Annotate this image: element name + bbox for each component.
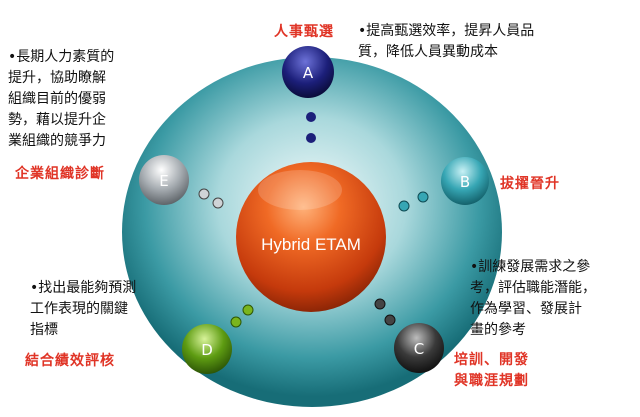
connector-dot-a2 xyxy=(306,133,316,143)
node-a: A xyxy=(282,46,334,98)
node-e-letter: E xyxy=(159,172,168,190)
node-b-letter: B xyxy=(460,173,470,191)
center-sphere xyxy=(236,162,386,312)
node-c-title: 培訓、開發 與職涯規劃 xyxy=(454,352,529,389)
node-e-description: •長期人力素質的 提升，協助瞭解 組織目前的優弱 勢，藉以提升企 業組織的競爭力 xyxy=(8,49,115,149)
node-c-description: •訓練發展需求之參 考，評估職能潛能， 作為學習、發展計 畫的參考 xyxy=(470,259,596,338)
node-b-title: 拔擢晉升 xyxy=(500,176,560,192)
connector-dot-a1 xyxy=(306,112,316,122)
node-d: D xyxy=(182,324,232,374)
center-label: Hybrid ETAM xyxy=(261,235,361,254)
center-highlight xyxy=(258,170,342,210)
connector-dot-b1 xyxy=(417,191,429,203)
node-a-letter: A xyxy=(303,64,314,82)
node-a-title: 人事甄選 xyxy=(274,24,334,40)
node-d-letter: D xyxy=(201,341,213,359)
connector-dot-d2 xyxy=(230,316,242,328)
node-a-description: •提高甄選效率，提昇人員品 質，降低人員異動成本 xyxy=(358,23,535,60)
connector-dot-c2 xyxy=(384,314,396,326)
connector-dot-e2 xyxy=(212,197,224,209)
connector-dot-b2 xyxy=(398,200,410,212)
node-b: B xyxy=(441,157,489,205)
node-e: E xyxy=(139,155,189,205)
connector-dot-d1 xyxy=(242,304,254,316)
node-d-title: 結合績效評核 xyxy=(25,353,115,369)
node-d-description: •找出最能夠預測 工作表現的關鍵 指標 xyxy=(30,280,137,338)
node-c: C xyxy=(394,323,444,373)
connector-dot-e1 xyxy=(198,188,210,200)
connector-dot-c1 xyxy=(374,298,386,310)
node-e-title: 企業組織診斷 xyxy=(15,166,105,182)
node-c-letter: C xyxy=(414,340,424,358)
